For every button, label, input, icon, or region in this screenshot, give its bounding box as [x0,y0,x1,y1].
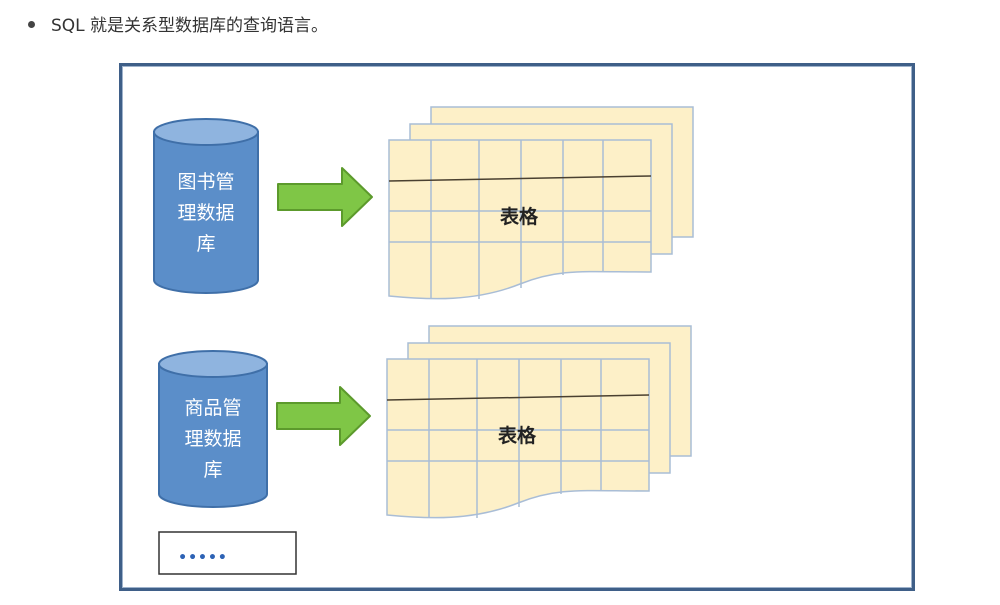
right-arrow-icon [277,167,373,227]
db-label-line3: 库 [196,233,215,255]
db-label-line1: 商品管 [184,397,241,419]
table-stack-icon [386,325,692,519]
db-label-line2: 理数据 [177,202,234,224]
intro-text: SQL 就是关系型数据库的查询语言。 [51,15,329,36]
table-label: 表格 [498,424,537,447]
intro-bullet: SQL 就是关系型数据库的查询语言。 [28,8,328,38]
table-label: 表格 [500,205,539,228]
cylinder-icon [158,350,268,508]
database-group-books: 图书管 理数据 库 表格 [153,106,694,300]
more-label: ••••• [178,550,228,566]
cylinder-icon [153,118,259,294]
db-label-line2: 理数据 [184,428,241,450]
database-group-products: 商品管 理数据 库 表格 [158,325,692,519]
table-stack-icon [388,106,694,300]
bullet-dot-icon [28,20,35,28]
db-label-line1: 图书管 [177,171,234,193]
more-databases-box: ••••• [158,531,297,575]
db-label-line3: 库 [203,459,222,481]
right-arrow-icon [276,386,371,446]
